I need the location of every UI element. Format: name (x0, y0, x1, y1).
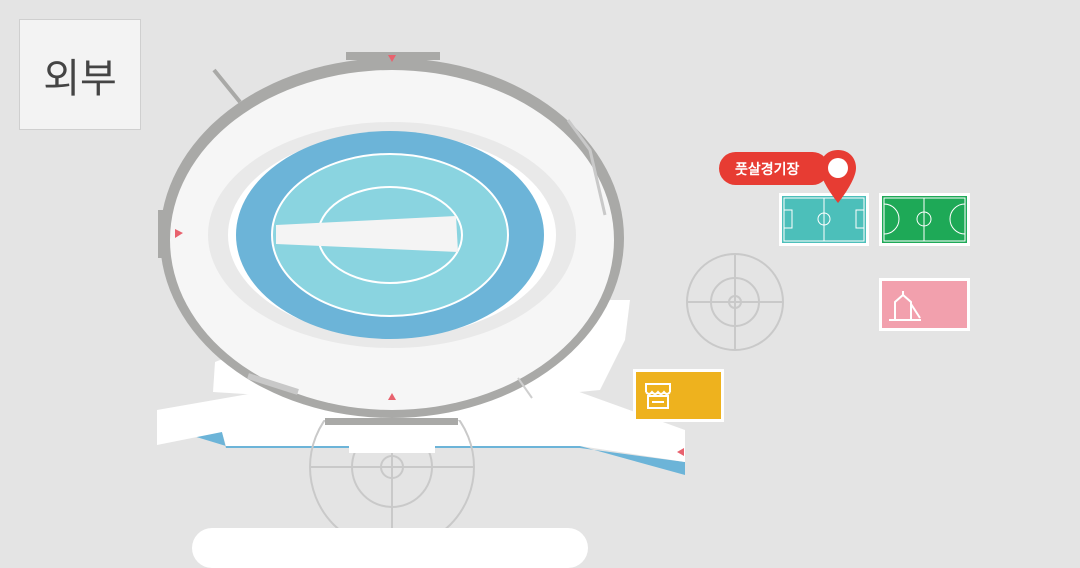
store[interactable] (633, 369, 724, 422)
selected-facility-label[interactable]: 풋살경기장 (719, 152, 829, 185)
section-label[interactable]: 외부 (19, 19, 141, 130)
entrance-arrow-icon (175, 55, 684, 456)
bottom-block (349, 425, 435, 453)
playground-slide-icon (889, 291, 921, 321)
playground[interactable] (879, 278, 970, 331)
venue-map (157, 52, 970, 550)
right-compass-circle (686, 253, 784, 351)
futsal-court[interactable] (779, 193, 869, 246)
location-pin-icon (820, 150, 856, 203)
basketball-court[interactable] (879, 193, 970, 246)
stadium (158, 52, 630, 425)
store-icon (645, 383, 671, 409)
bottom-info-panel (192, 528, 588, 568)
